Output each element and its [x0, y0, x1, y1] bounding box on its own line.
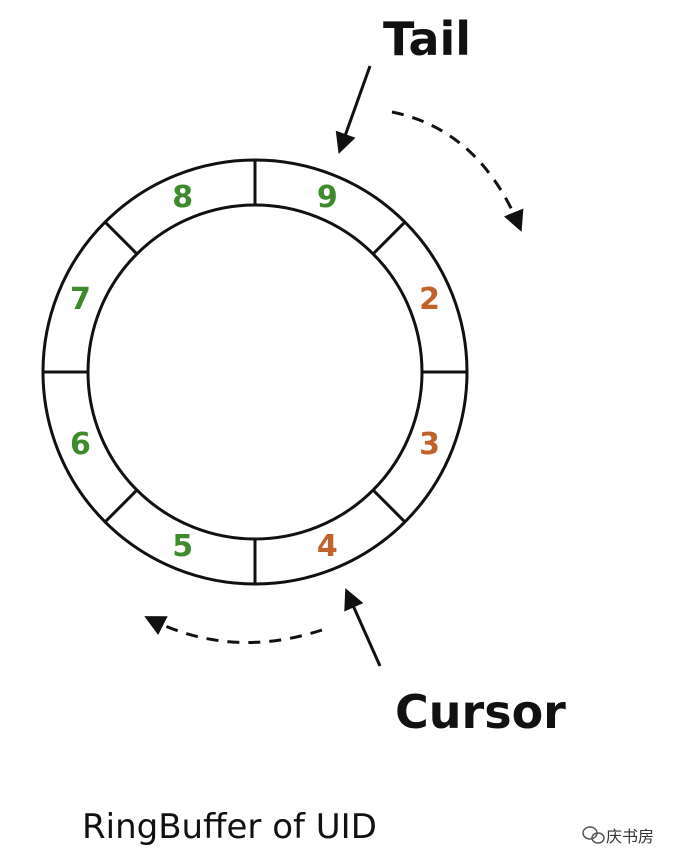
cursor-direction-arrow	[144, 616, 323, 644]
ring-slot-8: 8	[172, 180, 193, 215]
ring-inner	[86, 203, 424, 541]
ring-slot-4: 4	[317, 529, 338, 564]
diagram-caption: RingBuffer of UID	[82, 807, 377, 847]
ring-slot-7: 7	[70, 282, 91, 317]
ring-slot-2: 2	[419, 282, 440, 317]
ring-divider	[104, 489, 138, 523]
tail-label: Tail	[383, 12, 471, 66]
cursor-pointer-arrow	[344, 588, 382, 667]
ring-slot-5: 5	[172, 529, 193, 564]
ring-slot-labels: 9 2 3 4 5 6 7 8	[70, 180, 440, 564]
ring-slot-6: 6	[70, 427, 91, 462]
watermark-text: 庆书房	[606, 827, 654, 846]
wechat-icon	[582, 826, 605, 844]
ring-slot-3: 3	[419, 427, 440, 462]
ring-dividers	[43, 160, 467, 584]
cursor-label: Cursor	[395, 685, 566, 739]
ring-slot-9: 9	[317, 180, 338, 215]
ring-divider	[372, 489, 406, 523]
tail-direction-arrow	[391, 110, 524, 232]
ring-divider	[372, 221, 406, 255]
tail-pointer-arrow	[335, 65, 372, 154]
watermark: 庆书房	[582, 826, 654, 846]
ring-divider	[104, 221, 138, 255]
